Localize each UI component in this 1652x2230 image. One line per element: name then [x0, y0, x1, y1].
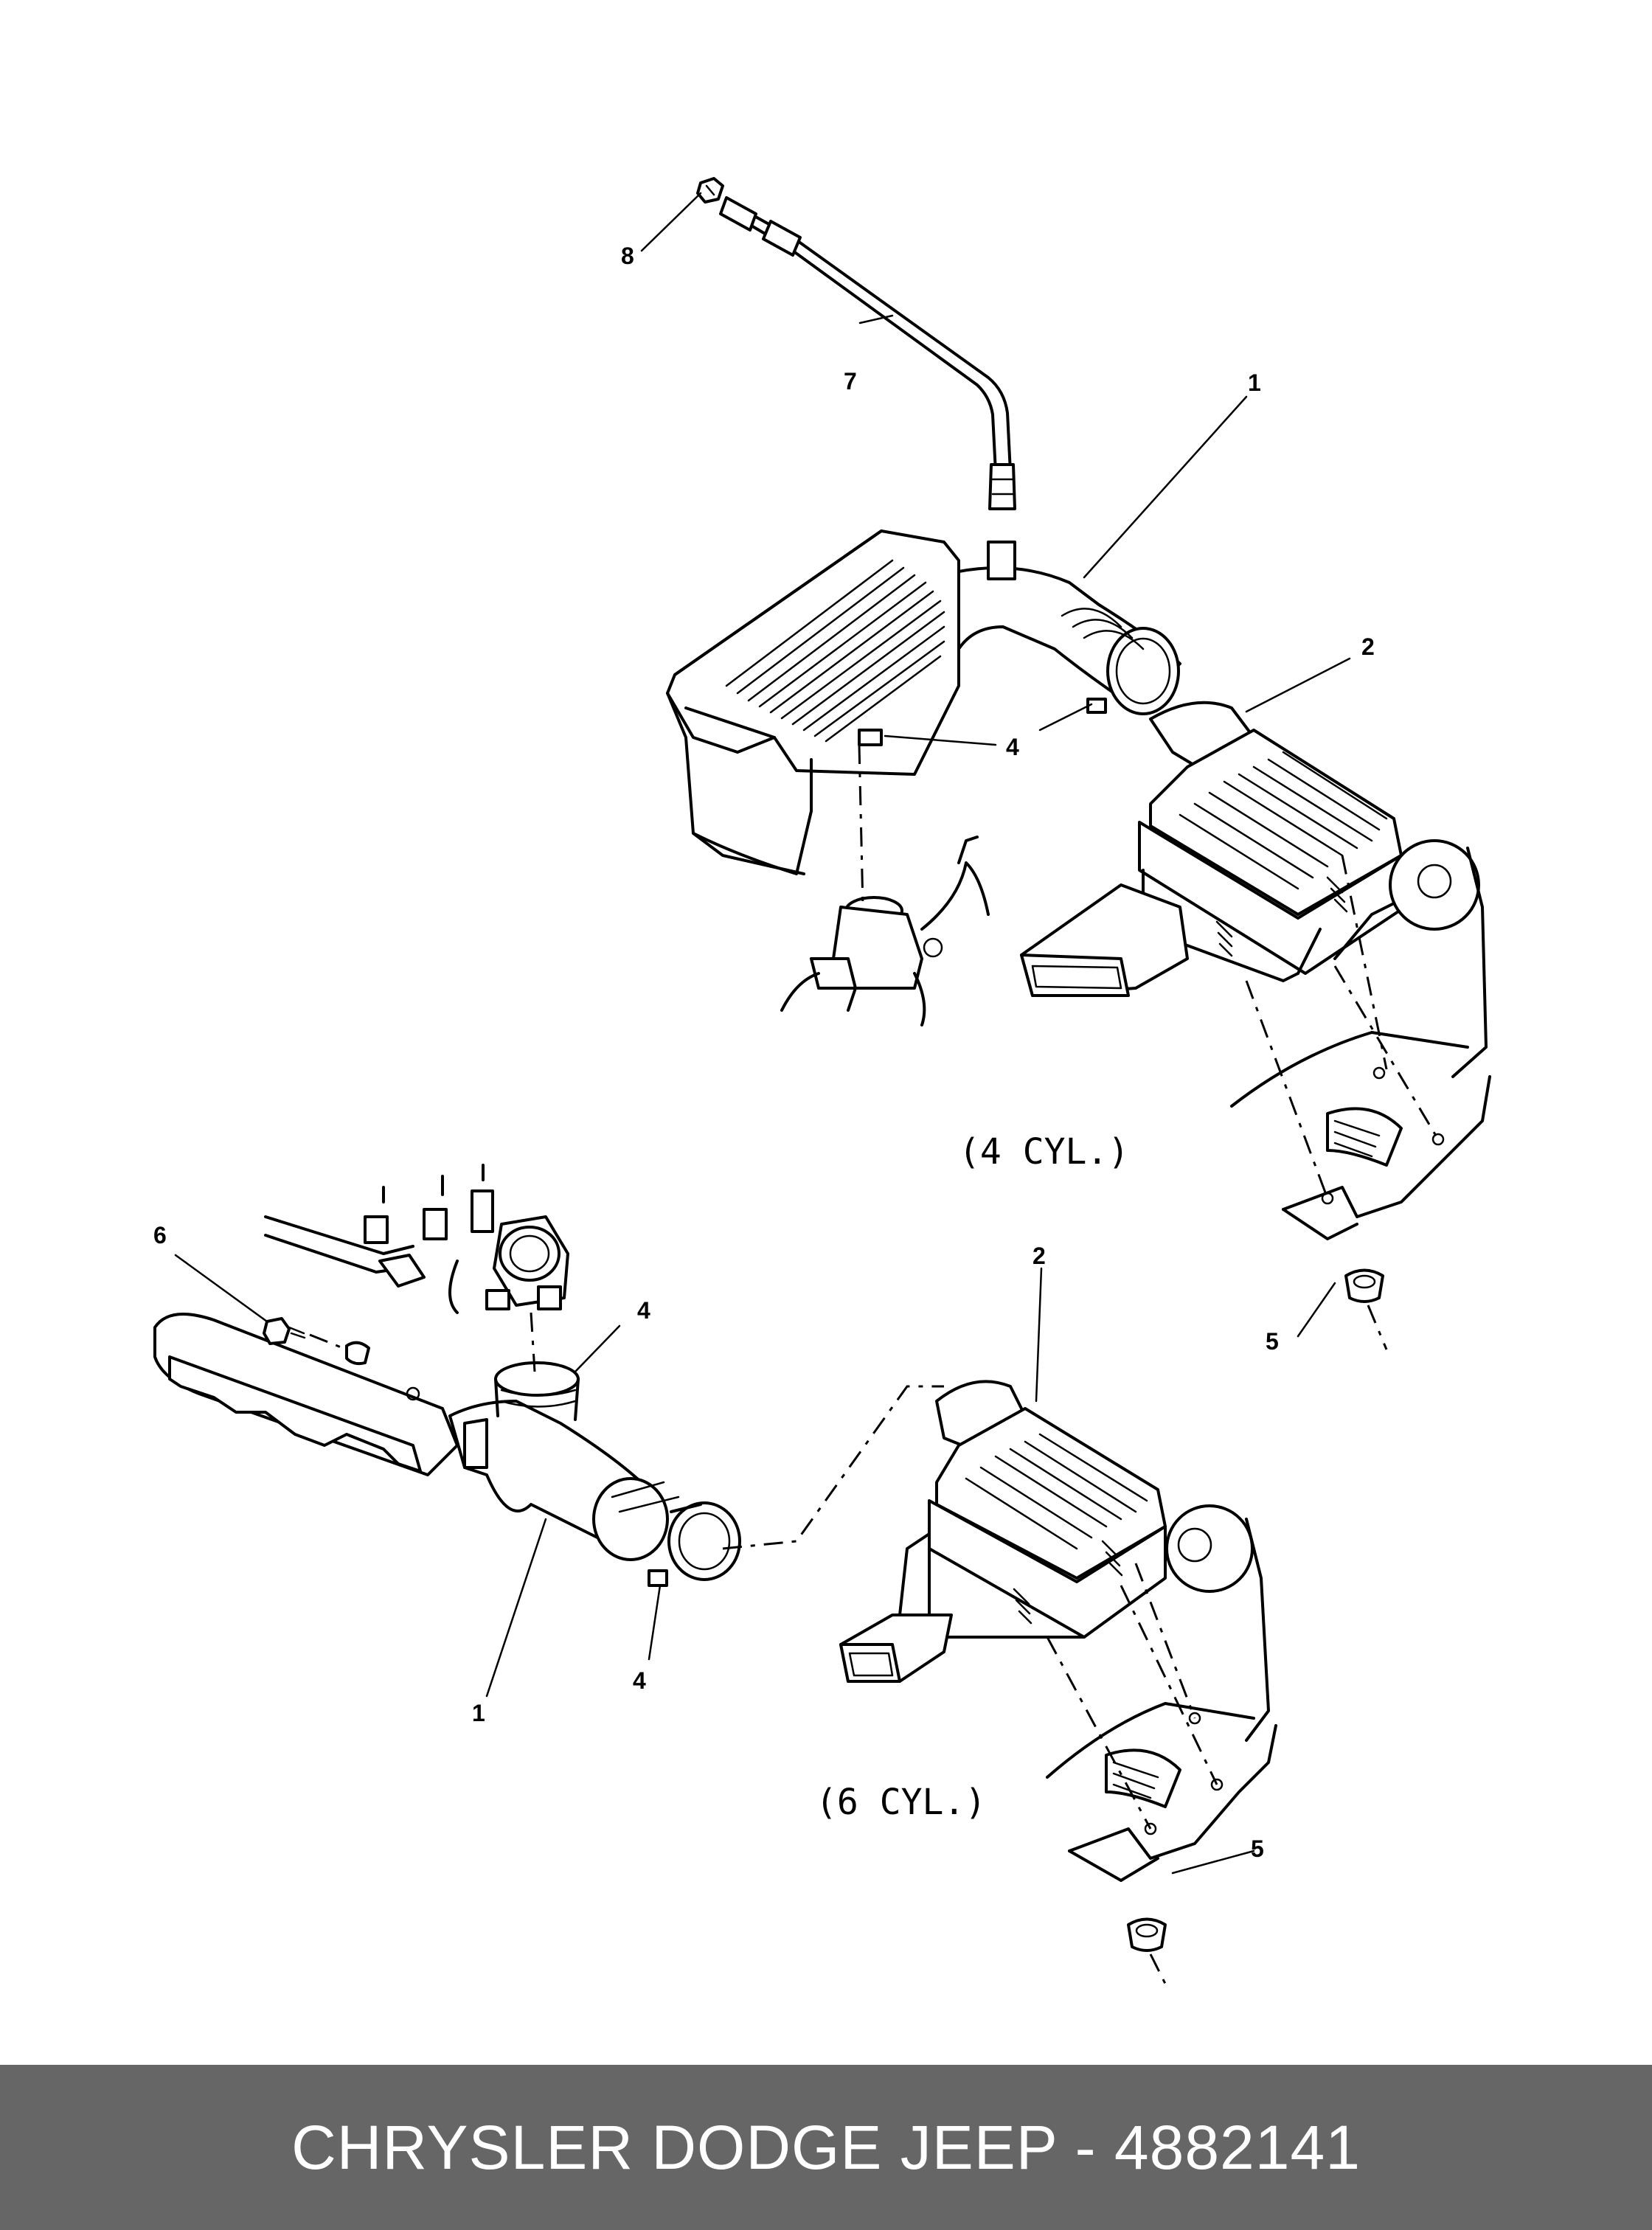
- callout-5-4cyl: 5: [1266, 1328, 1279, 1355]
- centerlines-6cyl: [309, 1312, 1218, 1984]
- leader-lines-6cyl: [174, 1254, 1255, 1875]
- variant-label-6cyl: (6 CYL.): [816, 1782, 986, 1823]
- intake-duct-4cyl: [858, 541, 1181, 746]
- callout-4b-6cyl: 4: [633, 1667, 646, 1694]
- centerlines-4cyl: [858, 744, 1440, 1350]
- resonator-4cyl: [666, 529, 960, 875]
- exploded-parts-diagram: 8 7 1 2 4 5 (4 CYL.): [153, 177, 1491, 1984]
- filter-ribs-6cyl: [965, 1433, 1148, 1550]
- ribs: [725, 559, 945, 743]
- leader-lines-4cyl: [640, 192, 1351, 1338]
- body-panel-6cyl: [1046, 1504, 1277, 1952]
- callout-4a-6cyl: 4: [637, 1297, 650, 1324]
- callout-1-4cyl: 1: [1248, 369, 1261, 396]
- hose-part-7: [719, 196, 1016, 510]
- throttle-body-4cyl: [780, 836, 990, 1027]
- connector-part-8: [696, 177, 724, 204]
- callout-1-6cyl: 1: [472, 1700, 485, 1726]
- assembly-4cyl: 8 7 1 2 4 5 (4 CYL.): [621, 177, 1491, 1355]
- fuel-rail-6cyl: [264, 1164, 569, 1314]
- air-filter-box-4cyl: [1020, 701, 1406, 997]
- callout-2-4cyl: 2: [1361, 633, 1375, 660]
- variant-label-4cyl: (4 CYL.): [959, 1131, 1129, 1173]
- callout-2-6cyl: 2: [1032, 1243, 1046, 1269]
- footer-banner: CHRYSLER DODGE JEEP - 4882141: [0, 2065, 1652, 2230]
- intake-manifold-6cyl: [153, 1313, 459, 1476]
- filter-ribs: [1179, 751, 1388, 890]
- intake-duct-6cyl: [448, 1361, 741, 1587]
- callout-6-6cyl: 6: [153, 1222, 167, 1248]
- footer-part-number-label: CHRYSLER DODGE JEEP - 4882141: [291, 2112, 1361, 2182]
- callout-4-4cyl: 4: [1006, 734, 1019, 760]
- callout-8-4cyl: 8: [621, 243, 634, 269]
- callout-5-6cyl: 5: [1251, 1835, 1264, 1862]
- assembly-6cyl: 6 4 2 1 4 5 (6 CYL.): [153, 1164, 1277, 1984]
- air-filter-box-6cyl: [839, 1380, 1167, 1683]
- callout-7-4cyl: 7: [844, 368, 857, 395]
- body-panel-4cyl: [1230, 839, 1491, 1303]
